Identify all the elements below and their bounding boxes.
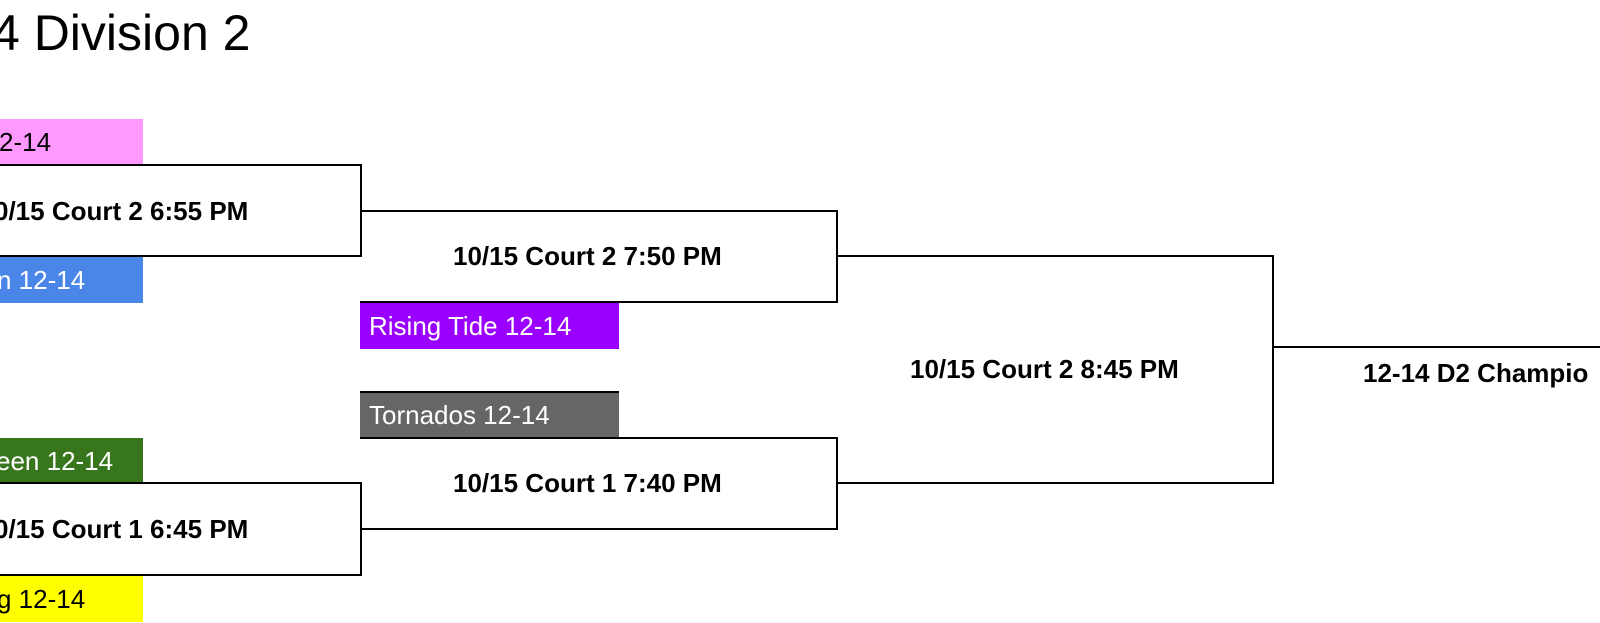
bracket-line <box>0 164 362 166</box>
game-label-r1-2: 0/15 Court 1 6:45 PM <box>0 514 249 544</box>
team-slot-r1-4: g 12-14 <box>0 576 143 622</box>
game-label-r2-2: 10/15 Court 1 7:40 PM <box>453 468 722 498</box>
bracket-line <box>836 482 1274 484</box>
bracket-line <box>836 255 1274 257</box>
bracket-line <box>360 528 838 530</box>
game-label-r3-1: 10/15 Court 2 8:45 PM <box>910 354 1179 384</box>
bracket-line <box>0 482 362 484</box>
bracket-line <box>360 301 838 303</box>
team-label: g 12-14 <box>0 584 86 614</box>
bracket-line <box>1272 255 1274 484</box>
team-slot-r2-1: Rising Tide 12-14 <box>360 303 619 349</box>
team-slot-r2-2: Tornados 12-14 <box>360 393 619 437</box>
team-label: Rising Tide 12-14 <box>369 311 572 341</box>
bracket-line <box>360 437 838 439</box>
team-label: Tornados 12-14 <box>369 400 550 430</box>
team-label: n 12-14 <box>0 265 86 295</box>
game-label-r1-1: 0/15 Court 2 6:55 PM <box>0 196 249 226</box>
champion-label: 12-14 D2 Champio <box>1363 358 1589 388</box>
team-slot-r1-1: 2-14 <box>0 119 143 165</box>
bracket-line <box>0 574 362 576</box>
bracket-line <box>0 255 362 257</box>
game-label-r2-1: 10/15 Court 2 7:50 PM <box>453 241 722 271</box>
team-slot-r1-2: n 12-14 <box>0 257 143 303</box>
bracket-line <box>1272 346 1600 348</box>
team-label: een 12-14 <box>0 446 114 476</box>
bracket-line <box>360 391 619 393</box>
team-label: 2-14 <box>0 127 52 157</box>
team-slot-r1-3: een 12-14 <box>0 438 143 484</box>
page-title: 4 Division 2 <box>0 5 251 61</box>
bracket-line <box>360 210 838 212</box>
